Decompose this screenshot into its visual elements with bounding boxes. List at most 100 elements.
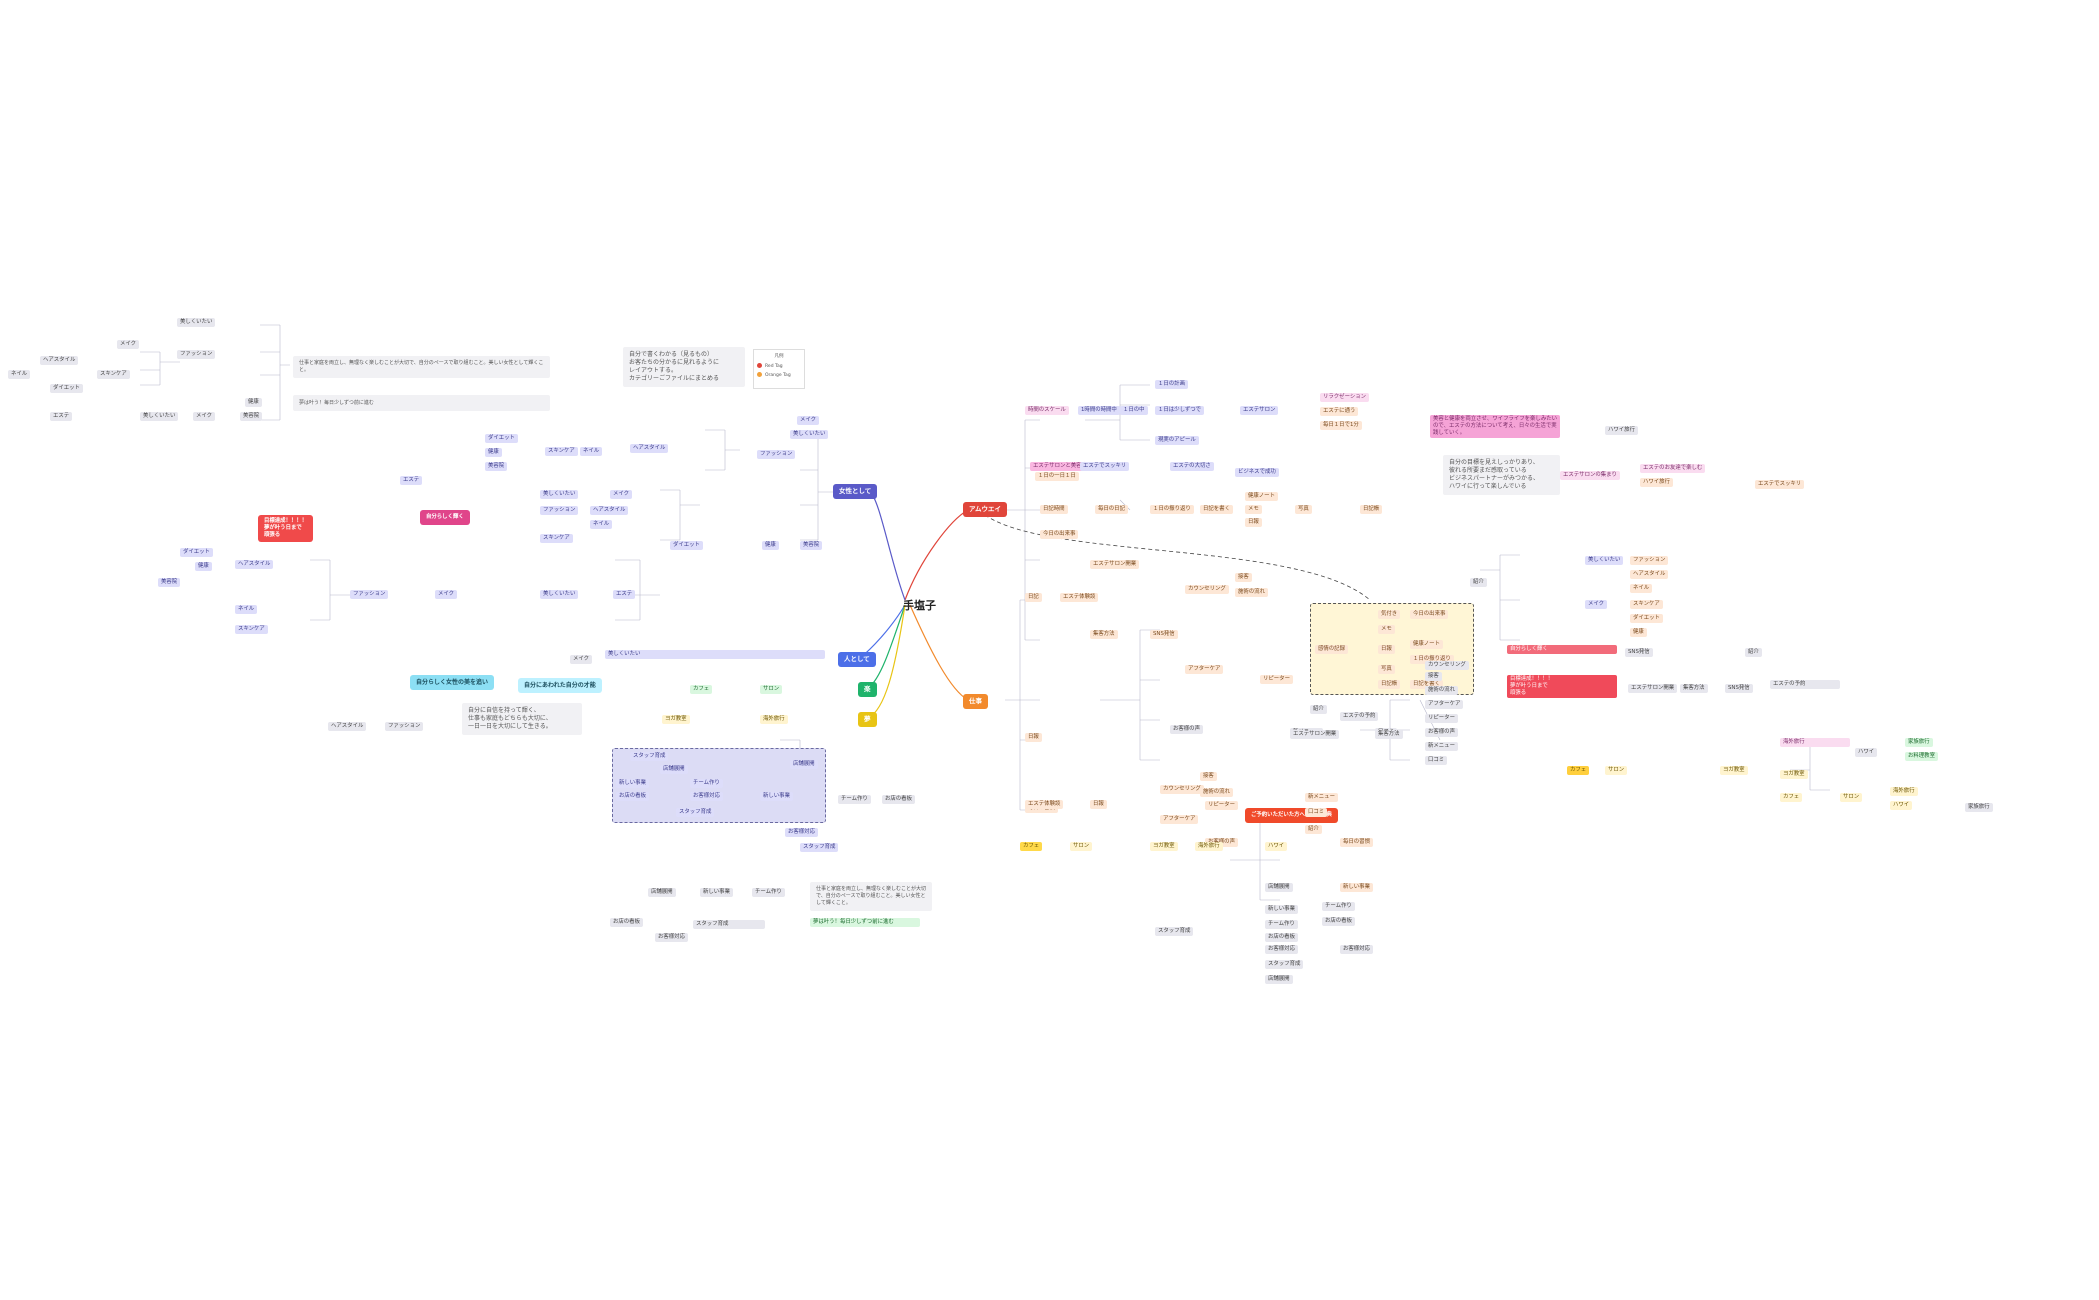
awuei-node[interactable]: 時間のスケール xyxy=(1025,406,1069,415)
josei-node[interactable]: ダイエット xyxy=(180,548,213,557)
cluster-node[interactable]: チーム作り xyxy=(690,779,723,788)
shigoto-node[interactable]: 毎日の習慣 xyxy=(1340,838,1373,847)
josei-node[interactable]: エステ xyxy=(400,476,423,485)
highlight-node[interactable]: 今日の出来事 xyxy=(1410,610,1449,619)
shigoto-node[interactable]: お客様の声 xyxy=(1425,728,1458,737)
shigoto-node[interactable]: 紹介 xyxy=(1305,825,1322,834)
yume-node[interactable]: ハワイ xyxy=(1890,801,1913,810)
bottom-left-node[interactable]: チーム作り xyxy=(752,888,785,897)
top-left-node[interactable]: スキンケア xyxy=(97,370,130,379)
cluster-node[interactable]: スタッフ育成 xyxy=(800,843,839,852)
awuei-node[interactable]: 日記時間 xyxy=(1040,505,1068,514)
bottom-node[interactable]: 店舗展開 xyxy=(1265,975,1293,984)
kyomi-node[interactable]: カフェ xyxy=(690,685,713,694)
yume-node[interactable]: 家族旅行 xyxy=(1965,803,1993,812)
awuei-node[interactable]: ビジネスで成功 xyxy=(1235,468,1279,477)
awuei-node[interactable]: エステサロンと美容室 xyxy=(1030,462,1090,471)
red-tag-child[interactable]: 紹介 xyxy=(1745,648,1762,657)
bottom-node[interactable]: お店の看板 xyxy=(1265,933,1298,942)
top-left-node[interactable]: エステ xyxy=(50,412,73,421)
shigoto-node[interactable]: エステの予約 xyxy=(1340,712,1379,721)
josei-node[interactable]: 健康 xyxy=(195,562,212,571)
hito-node[interactable]: 美しくいたい xyxy=(605,650,825,659)
shigoto-node[interactable]: 集客方法 xyxy=(1375,730,1403,739)
yume-node[interactable]: 海外旅行 xyxy=(1890,787,1918,796)
shigoto-node[interactable]: 日報 xyxy=(1025,733,1042,742)
awuei-node[interactable]: 毎日１日で1分 xyxy=(1320,421,1362,430)
hito-child[interactable]: ヘアスタイル xyxy=(328,722,367,731)
shigoto-node[interactable]: SNS発信 xyxy=(1150,630,1178,639)
yume-chain[interactable]: ヨガ教室 xyxy=(1150,842,1178,851)
pink-note-child[interactable]: ハワイ旅行 xyxy=(1605,426,1638,435)
highlight-node[interactable]: 感情の記録 xyxy=(1315,645,1348,654)
josei-node[interactable]: 美しくいたい xyxy=(790,430,829,439)
question-node[interactable]: 紹介 xyxy=(1470,578,1487,587)
josei-node[interactable]: ファッション xyxy=(540,506,579,515)
shigoto-node[interactable]: アフターケア xyxy=(1185,665,1224,674)
awuei-node[interactable]: 日報 xyxy=(1245,518,1262,527)
awuei-node[interactable]: エステでスッキリ xyxy=(1080,462,1130,471)
branch-kyomi[interactable]: 楽 xyxy=(858,682,877,697)
josei-node[interactable]: 健康 xyxy=(485,448,502,457)
yume-chain[interactable]: カフェ xyxy=(1020,842,1043,851)
yume-chain[interactable]: 海外旅行 xyxy=(1195,842,1223,851)
josei-node[interactable]: ネイル xyxy=(235,605,258,614)
red-tag-child[interactable]: エステの予約 xyxy=(1770,680,1840,689)
awuei-node[interactable]: 日記を書く xyxy=(1200,505,1233,514)
shigoto-node[interactable]: 口コミ xyxy=(1425,756,1448,765)
cluster-node[interactable]: スタッフ育成 xyxy=(630,752,669,761)
bottom-node[interactable]: 新しい事業 xyxy=(1265,905,1298,914)
top-left-node[interactable]: 美しくいたい xyxy=(140,412,179,421)
central-topic[interactable]: 手塩子 xyxy=(903,599,936,612)
highlight-node[interactable]: 日記を書く xyxy=(1410,680,1443,689)
awuei-node[interactable]: １日の振り返り xyxy=(1150,505,1194,514)
awuei-node[interactable]: メモ xyxy=(1245,505,1262,514)
awuei-node[interactable]: １日の計画 xyxy=(1155,380,1188,389)
bottom-node[interactable]: スタッフ育成 xyxy=(1155,927,1194,936)
bottom-node[interactable]: チーム作り xyxy=(1322,902,1355,911)
highlight-node[interactable]: 日記帳 xyxy=(1378,680,1401,689)
top-left-node[interactable]: ファッション xyxy=(177,350,216,359)
highlight-node[interactable]: 健康ノート xyxy=(1410,640,1443,649)
shigoto-node[interactable]: 日報 xyxy=(1090,800,1107,809)
yume-node[interactable]: ハワイ xyxy=(1855,748,1878,757)
shigoto-node[interactable]: カウンセリング xyxy=(1425,661,1469,670)
awuei-goal-node[interactable]: エステでスッキリ xyxy=(1755,480,1805,489)
highlight-node[interactable]: 写真 xyxy=(1378,665,1395,674)
bottom-left-node[interactable]: 新しい事業 xyxy=(700,888,733,897)
yume-node[interactable]: お料理教室 xyxy=(1905,752,1938,761)
yume-node[interactable]: ヨガ教室 xyxy=(1780,770,1808,779)
bottom-node[interactable]: スタッフ育成 xyxy=(1265,960,1304,969)
awuei-node[interactable]: エステに通う xyxy=(1320,407,1359,416)
shigoto-node[interactable]: アフターケア xyxy=(1425,700,1464,709)
shigoto-node[interactable]: エステサロン開業 xyxy=(1290,730,1340,739)
red-goal-tag[interactable]: 目標達成！！！！ 夢が叶う日まで 頑張る xyxy=(258,515,314,542)
branch-josei[interactable]: 女性として xyxy=(833,484,878,499)
yume-node[interactable]: 海外旅行 xyxy=(1780,738,1850,747)
awuei-node[interactable]: エステの大切さ xyxy=(1170,462,1214,471)
pink-note[interactable]: 美容と健康を両立させ、ワイフライフを楽しみたいので、エステの方法について考え、日… xyxy=(1430,415,1560,438)
josei-node[interactable]: エステ xyxy=(613,590,636,599)
awuei-node[interactable]: 今日の出来事 xyxy=(1040,530,1079,539)
branch-shigoto[interactable]: 仕事 xyxy=(963,694,988,709)
top-left-node[interactable]: 美容院 xyxy=(240,412,263,421)
hito-child[interactable]: ファッション xyxy=(385,722,424,731)
shigoto-node[interactable]: リピーター xyxy=(1425,714,1458,723)
shigoto-node[interactable]: 接客 xyxy=(1200,772,1217,781)
shigoto-node[interactable]: エステ体験談 xyxy=(1025,800,1064,809)
josei-node[interactable]: 美しくいたい xyxy=(540,590,579,599)
bottom-left-node[interactable]: お店の看板 xyxy=(610,918,643,927)
awuei-node[interactable]: 健康ノート xyxy=(1245,492,1278,501)
cyan-note[interactable]: 自分らしく女性の美を追い xyxy=(410,675,495,690)
question-child[interactable]: ヘアスタイル xyxy=(1630,570,1669,579)
shigoto-node[interactable]: 紹介 xyxy=(1310,705,1327,714)
cluster-node[interactable]: お店の看板 xyxy=(882,795,915,804)
kyomi-node[interactable]: サロン xyxy=(760,685,783,694)
shigoto-node[interactable]: 新メニュー xyxy=(1425,742,1458,751)
josei-node[interactable]: ネイル xyxy=(590,520,613,529)
awuei-node[interactable]: 現実のアピール xyxy=(1155,436,1199,445)
hito-node[interactable]: メイク xyxy=(570,655,593,664)
yume-node[interactable]: サロン xyxy=(1605,766,1628,775)
yume-node[interactable]: 家族旅行 xyxy=(1905,738,1933,747)
branch-yume[interactable]: 夢 xyxy=(858,712,877,727)
